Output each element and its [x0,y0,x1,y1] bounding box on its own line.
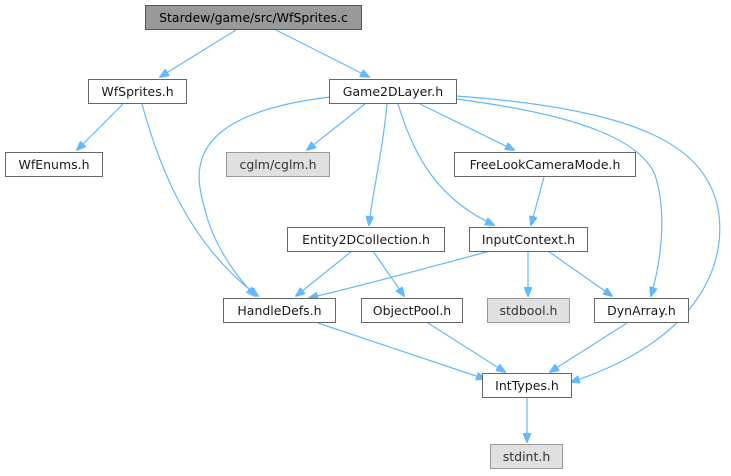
node-objectpool-h[interactable]: ObjectPool.h [361,298,463,323]
node-cglm-h: cglm/cglm.h [226,152,330,177]
node-entity2d-h[interactable]: Entity2DCollection.h [287,227,445,252]
edge-game2dlayer-h-to-entity2d-h [369,103,388,225]
node-inttypes-h[interactable]: IntTypes.h [482,373,572,398]
node-stdbool-h: stdbool.h [487,298,570,323]
edge-objectpool-h-to-inttypes-h [427,322,505,372]
node-handledefs-h[interactable]: HandleDefs.h [223,298,336,323]
edge-game2dlayer-h-to-inttypes-h [455,95,721,382]
edge-dynarray-h-to-inttypes-h [550,322,628,372]
edge-wfsprites-c-to-game2dlayer-h [275,29,369,77]
edge-handledefs-h-to-inttypes-h [317,322,485,379]
node-dynarray-h[interactable]: DynArray.h [594,298,689,323]
edge-entity2d-h-to-handledefs-h [296,250,353,296]
edge-inputcontext-h-to-handledefs-h [309,250,491,298]
edge-game2dlayer-h-to-inputcontext-h [397,103,494,225]
edge-inputcontext-h-to-dynarray-h [547,250,612,296]
node-freelook-h[interactable]: FreeLookCameraMode.h [454,152,636,177]
node-wfsprites-c: Stardew/game/src/WfSprites.c [145,5,362,30]
node-inputcontext-h[interactable]: InputContext.h [469,227,588,252]
node-stdint-h: stdint.h [490,444,563,469]
edge-game2dlayer-h-to-handledefs-h [198,96,331,296]
edge-freelook-h-to-inputcontext-h [531,176,545,225]
edge-wfsprites-h-to-handledefs-h [141,103,258,296]
node-wfenums-h[interactable]: WfEnums.h [5,152,103,177]
node-wfsprites-h[interactable]: WfSprites.h [88,79,187,104]
node-game2dlayer-h[interactable]: Game2DLayer.h [329,79,457,104]
edge-entity2d-h-to-objectpool-h [372,250,404,296]
edge-game2dlayer-h-to-dynarray-h [455,98,663,296]
edge-game2dlayer-h-to-freelook-h [419,103,514,150]
edge-wfsprites-h-to-wfenums-h [77,103,124,150]
edge-wfsprites-c-to-wfsprites-h [160,29,237,77]
edge-game2dlayer-h-to-cglm-h [307,103,366,150]
